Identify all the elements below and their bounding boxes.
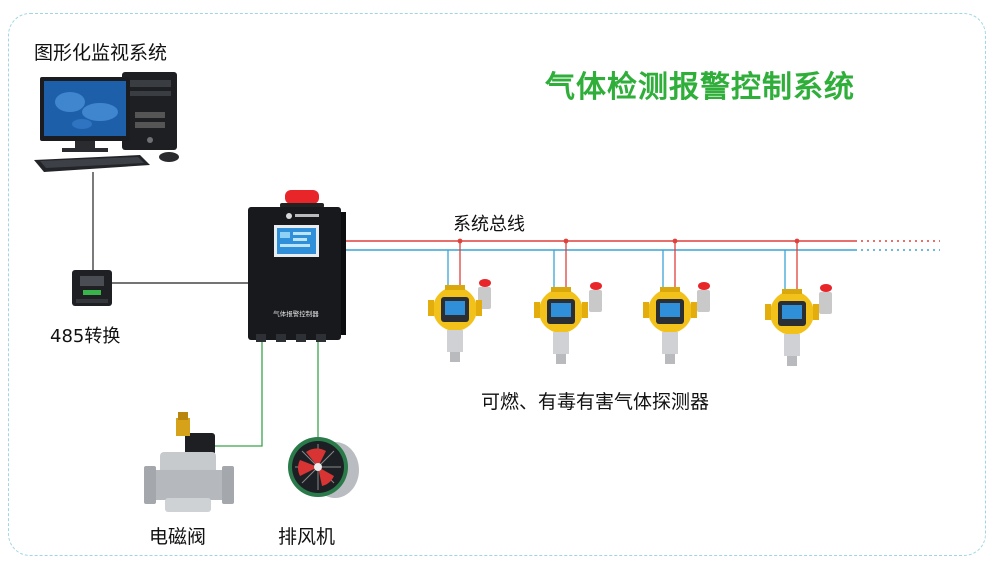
- system-bus: [340, 238, 940, 294]
- monitor-system-label: 图形化监视系统: [34, 42, 168, 64]
- exhaust-fan-icon: [288, 437, 359, 498]
- wire-controller-valve: [215, 340, 263, 447]
- valve-label: 电磁阀: [149, 526, 207, 548]
- detectors-label: 可燃、有毒有害气体探测器: [481, 391, 710, 413]
- controller-panel-label: 气体报警控制器: [273, 309, 319, 318]
- converter-label: 485转换: [50, 326, 121, 347]
- solenoid-valve-icon: [144, 412, 234, 512]
- controller-cabinet-icon: [248, 190, 346, 342]
- gas-detector-4: [765, 284, 832, 366]
- bus-drops: [447, 238, 800, 294]
- computer-workstation-icon: [34, 72, 179, 172]
- converter-module-icon: [72, 270, 112, 306]
- gas-detector-1: [428, 279, 491, 362]
- connection-wires: [92, 172, 319, 447]
- alarm-lamp: [285, 190, 319, 204]
- page-title: 气体检测报警控制系统: [545, 70, 855, 105]
- gas-detector-icon: [428, 279, 832, 366]
- fan-label: 排风机: [278, 526, 336, 548]
- gas-detector-3: [643, 282, 710, 364]
- bus-label: 系统总线: [453, 214, 525, 235]
- dashed-frame: [8, 13, 986, 556]
- gas-detector-2: [534, 282, 602, 364]
